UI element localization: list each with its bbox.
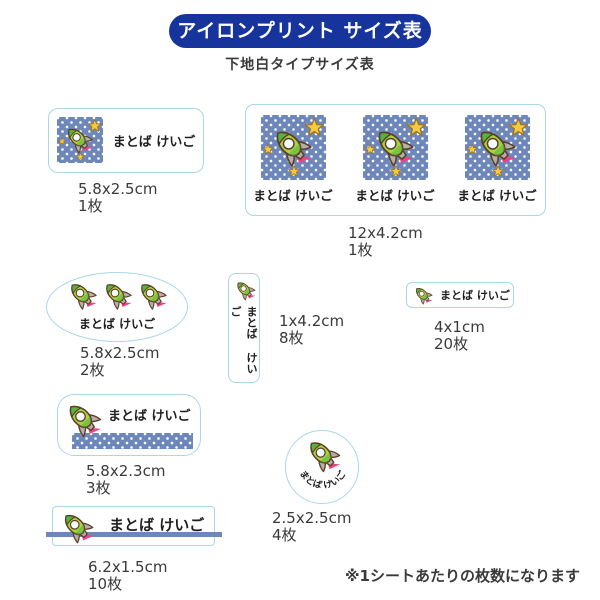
sheet-count: 10枚 [88, 575, 123, 593]
label-sample-wide-12x4-2: まとば けいご まとば けいご まとば けいご [245, 104, 546, 216]
sheet-count: 3枚 [86, 479, 111, 497]
name-text: まとば けいご [457, 188, 537, 203]
label-sample-vertical-1x4-2: まとば けいご [228, 273, 260, 383]
size-caption: 5.8x2.3cm 3枚 [86, 463, 165, 497]
sheet-count: 2枚 [80, 361, 105, 379]
sheet-count: 4枚 [272, 526, 297, 544]
name-text: まとば けいご [109, 516, 205, 534]
size-caption: 12x4.2cm 1枚 [348, 225, 423, 259]
sheet-count: 8枚 [279, 329, 304, 347]
size-caption: 1x4.2cm 8枚 [279, 313, 344, 347]
rocket-icon [65, 278, 99, 312]
size-value: 2.5x2.5cm [272, 509, 352, 527]
rocket-icon [412, 284, 434, 306]
rocket-icon [58, 508, 96, 546]
label-sample-oval-5-8x2-5: まとば けいご [46, 272, 188, 342]
rocket-scene-icon [464, 115, 530, 180]
size-caption: 5.8x2.5cm 1枚 [78, 181, 157, 215]
size-value: 5.8x2.5cm [78, 180, 158, 198]
size-caption: 5.8x2.5cm 2枚 [80, 345, 159, 379]
name-text: まとば けいご [440, 289, 510, 302]
label-sample-rounded-5-8x2-3: まとば けいご [57, 394, 201, 456]
label-sample-small-4x1: まとば けいご [406, 282, 514, 308]
rocket-icon [62, 398, 104, 440]
size-value: 4x1cm [434, 318, 485, 336]
underline-bar [46, 532, 222, 537]
name-text: まとば けいご [108, 409, 191, 424]
sheet-count: 20枚 [434, 335, 469, 353]
sticker-cell: まとば けいご [250, 115, 336, 204]
footnote: ※1シートあたりの枚数になります [344, 567, 580, 585]
rocket-circle-icon: まとば けいご [297, 435, 349, 491]
rocket-icon [135, 278, 169, 312]
page-subtitle: 下地白タイプサイズ表 [225, 57, 375, 73]
label-sample-thin-6-2x1-5: まとば けいご [52, 506, 215, 546]
dotted-stripe [72, 433, 193, 449]
page-title: アイロンプリント サイズ表 [169, 14, 431, 48]
rocket-icon [100, 278, 134, 312]
name-text: まとば けいご [253, 188, 333, 203]
label-sample-circle-2-5x2-5: まとば けいご [285, 430, 359, 504]
rocket-row [47, 278, 187, 312]
rocket-icon [233, 278, 257, 302]
size-caption: 2.5x2.5cm 4枚 [272, 510, 351, 544]
size-caption: 4x1cm 20枚 [434, 319, 485, 353]
size-value: 5.8x2.3cm [86, 462, 166, 480]
name-text: まとば けいご [112, 135, 196, 150]
name-text: まとば けいご [78, 317, 156, 331]
sheet-count: 1枚 [78, 197, 103, 215]
sticker-cell: まとば けいご [454, 115, 540, 204]
size-value: 1x4.2cm [279, 312, 345, 330]
size-value: 5.8x2.5cm [80, 344, 160, 362]
size-caption: 6.2x1.5cm 10枚 [88, 559, 167, 593]
sticker-cell: まとば けいご [352, 115, 438, 204]
rocket-scene-icon [57, 117, 103, 163]
name-text-vertical: まとば けいご [229, 306, 258, 374]
sheet-count: 1枚 [348, 241, 373, 259]
size-value: 6.2x1.5cm [88, 558, 168, 576]
rocket-scene-icon [362, 115, 428, 180]
size-value: 12x4.2cm [348, 224, 423, 242]
label-sample-rect-5-8x2-5: まとば けいご [48, 108, 204, 173]
name-text: まとば けいご [355, 188, 435, 203]
rocket-scene-icon [260, 115, 326, 180]
